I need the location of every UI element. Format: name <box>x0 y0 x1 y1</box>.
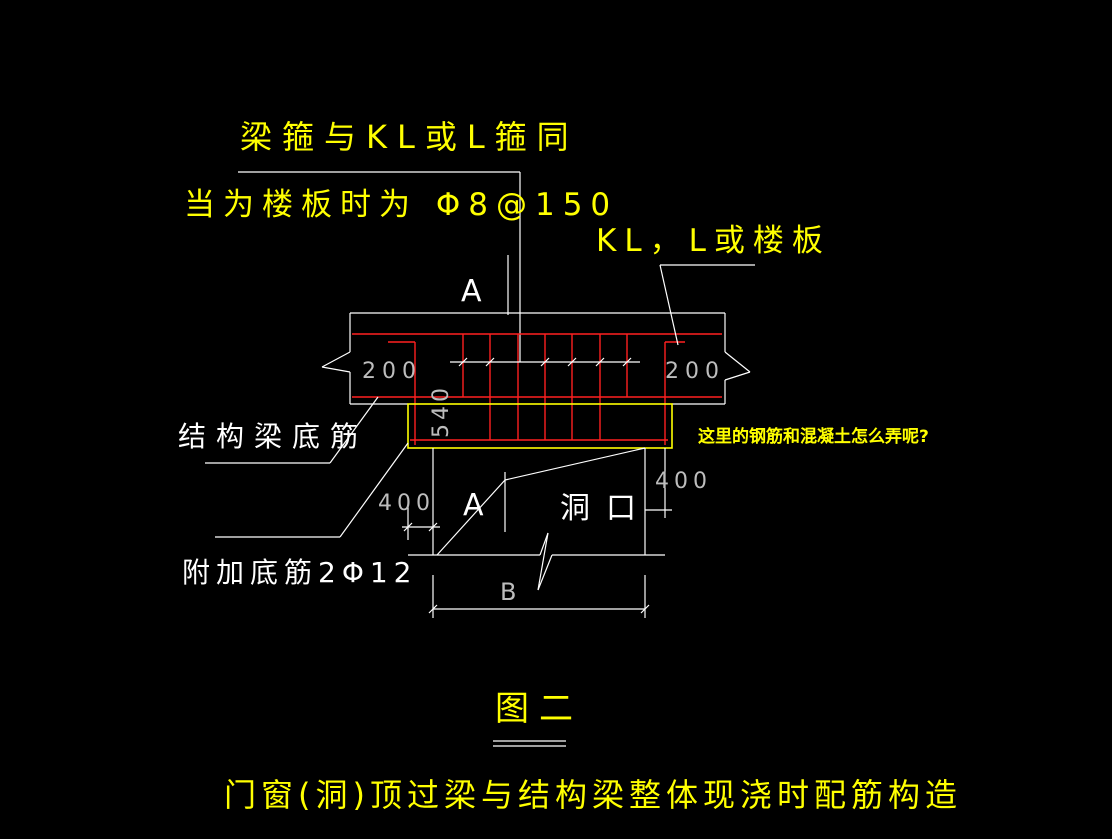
drawing-caption: 门窗(洞)顶过梁与结构梁整体现浇时配筋构造 <box>224 776 962 814</box>
dim-400-left-lines <box>402 505 440 540</box>
bottom-bar-label: 结构梁底筋 <box>178 420 368 453</box>
dim-200-left: 200 <box>362 359 422 384</box>
kl-leader <box>659 264 755 346</box>
stirrup-label-line2: 当为楼板时为 Φ8@150 <box>184 187 618 223</box>
kl-label: KL，L或楼板 <box>596 223 831 259</box>
span-b-label: B <box>500 578 516 606</box>
figure-number: 图二 <box>495 689 583 729</box>
dim-400-left: 400 <box>378 491 435 516</box>
diagonal-leader <box>436 447 646 556</box>
extra-bar-leader <box>215 442 409 538</box>
beam-outline <box>321 312 751 405</box>
dim-540: 540 <box>429 384 454 438</box>
opening-label: 洞口 <box>560 491 652 526</box>
extra-bar-label: 附加底筋2Φ12 <box>182 556 417 589</box>
section-a-top-label: A <box>461 274 482 309</box>
stirrup-leader <box>238 171 521 362</box>
dim-400-right: 400 <box>655 469 712 494</box>
stirrup-label-line1: 梁箍与KL或L箍同 <box>240 118 579 156</box>
stirrup-dimension <box>450 357 640 367</box>
figure-underline <box>493 740 566 747</box>
dim-400-right-lines <box>645 448 672 518</box>
question-highlight-box <box>407 403 673 449</box>
rebar-cage <box>352 333 722 445</box>
section-a-bottom-label: A <box>463 488 484 523</box>
dim-200-right: 200 <box>665 359 725 384</box>
dim-b-lines <box>428 575 650 618</box>
question-annotation: 这里的钢筋和混凝土怎么弄呢? <box>698 426 929 447</box>
opening-outline <box>408 448 665 591</box>
bottom-bar-leader <box>205 396 379 464</box>
